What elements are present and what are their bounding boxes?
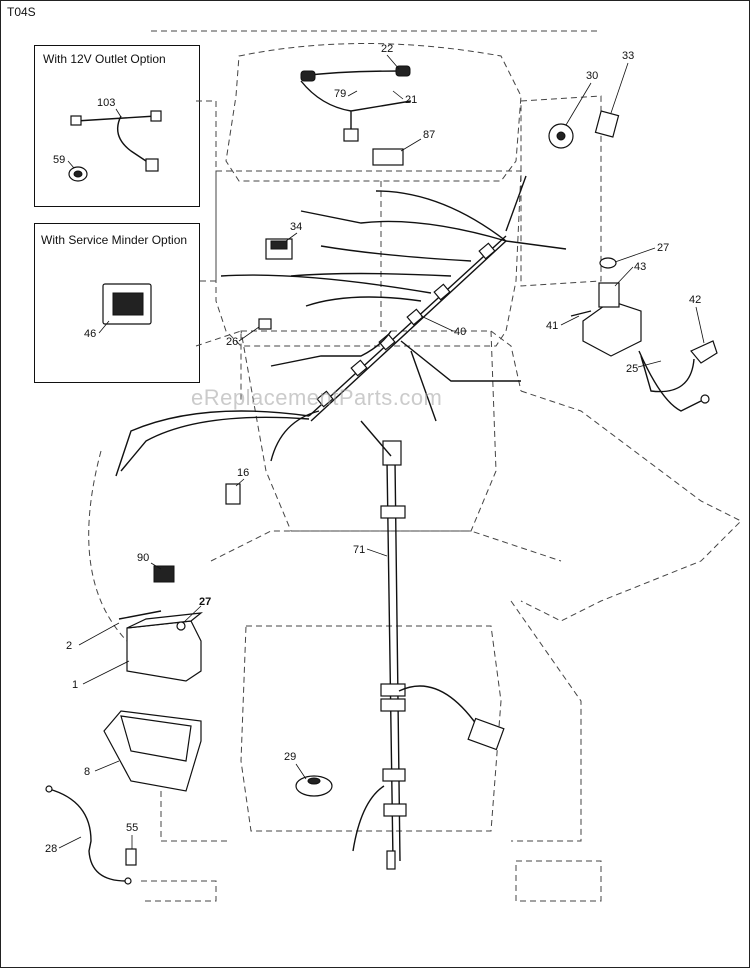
label-55: 55 xyxy=(126,822,138,834)
leader-lines xyxy=(58,54,705,849)
label-26: 26 xyxy=(226,336,238,348)
label-21: 21 xyxy=(405,94,417,106)
relay-87-icon xyxy=(372,148,404,166)
service-minder-46 xyxy=(102,283,152,325)
inset-title-service-minder: With Service Minder Option xyxy=(41,233,188,247)
label-8: 8 xyxy=(84,766,90,778)
solenoid-assembly xyxy=(570,257,718,412)
sheet-code: T04S xyxy=(7,5,36,19)
label-42: 42 xyxy=(689,294,701,306)
label-41: 41 xyxy=(546,320,558,332)
headlight-harness xyxy=(300,65,412,142)
bolt-55-icon xyxy=(125,848,137,866)
label-2: 2 xyxy=(66,640,72,652)
label-43: 43 xyxy=(634,261,646,273)
connector-26-icon xyxy=(258,318,272,330)
harness-71 xyxy=(352,420,505,870)
label-33: 33 xyxy=(622,50,634,62)
label-46: 46 xyxy=(84,328,96,340)
fuse-16-icon xyxy=(225,483,241,505)
watermark: eReplacementParts.com xyxy=(191,385,443,410)
label-28: 28 xyxy=(45,843,57,855)
label-103: 103 xyxy=(97,97,115,109)
label-27-battery: 27 xyxy=(199,596,211,608)
label-16: 16 xyxy=(237,467,249,479)
label-59: 59 xyxy=(53,154,65,166)
label-79: 79 xyxy=(334,88,346,100)
label-40: 40 xyxy=(454,326,466,338)
label-90: 90 xyxy=(137,552,149,564)
inset-title-12v-outlet: With 12V Outlet Option xyxy=(43,52,166,66)
label-30: 30 xyxy=(586,70,598,82)
harness-40 xyxy=(115,175,567,477)
outlet-harness-103 xyxy=(68,110,162,182)
label-25: 25 xyxy=(626,363,638,375)
key-33-icon xyxy=(594,110,620,138)
label-29: 29 xyxy=(284,751,296,763)
label-87: 87 xyxy=(423,129,435,141)
tractor-outline xyxy=(88,30,742,902)
label-34: 34 xyxy=(290,221,302,233)
label-27-top: 27 xyxy=(657,242,669,254)
inset-12v-outlet-option: With 12V Outlet Option xyxy=(34,45,200,207)
part-29-icon xyxy=(295,775,333,797)
label-71: 71 xyxy=(353,544,365,556)
part-90-icon xyxy=(153,565,175,583)
label-1: 1 xyxy=(72,679,78,691)
battery-assembly xyxy=(118,610,203,682)
part-labels: 103 59 46 22 79 21 87 30 33 34 27 43 42 … xyxy=(45,43,701,855)
cable-28-icon xyxy=(48,788,127,882)
label-22: 22 xyxy=(381,43,393,55)
